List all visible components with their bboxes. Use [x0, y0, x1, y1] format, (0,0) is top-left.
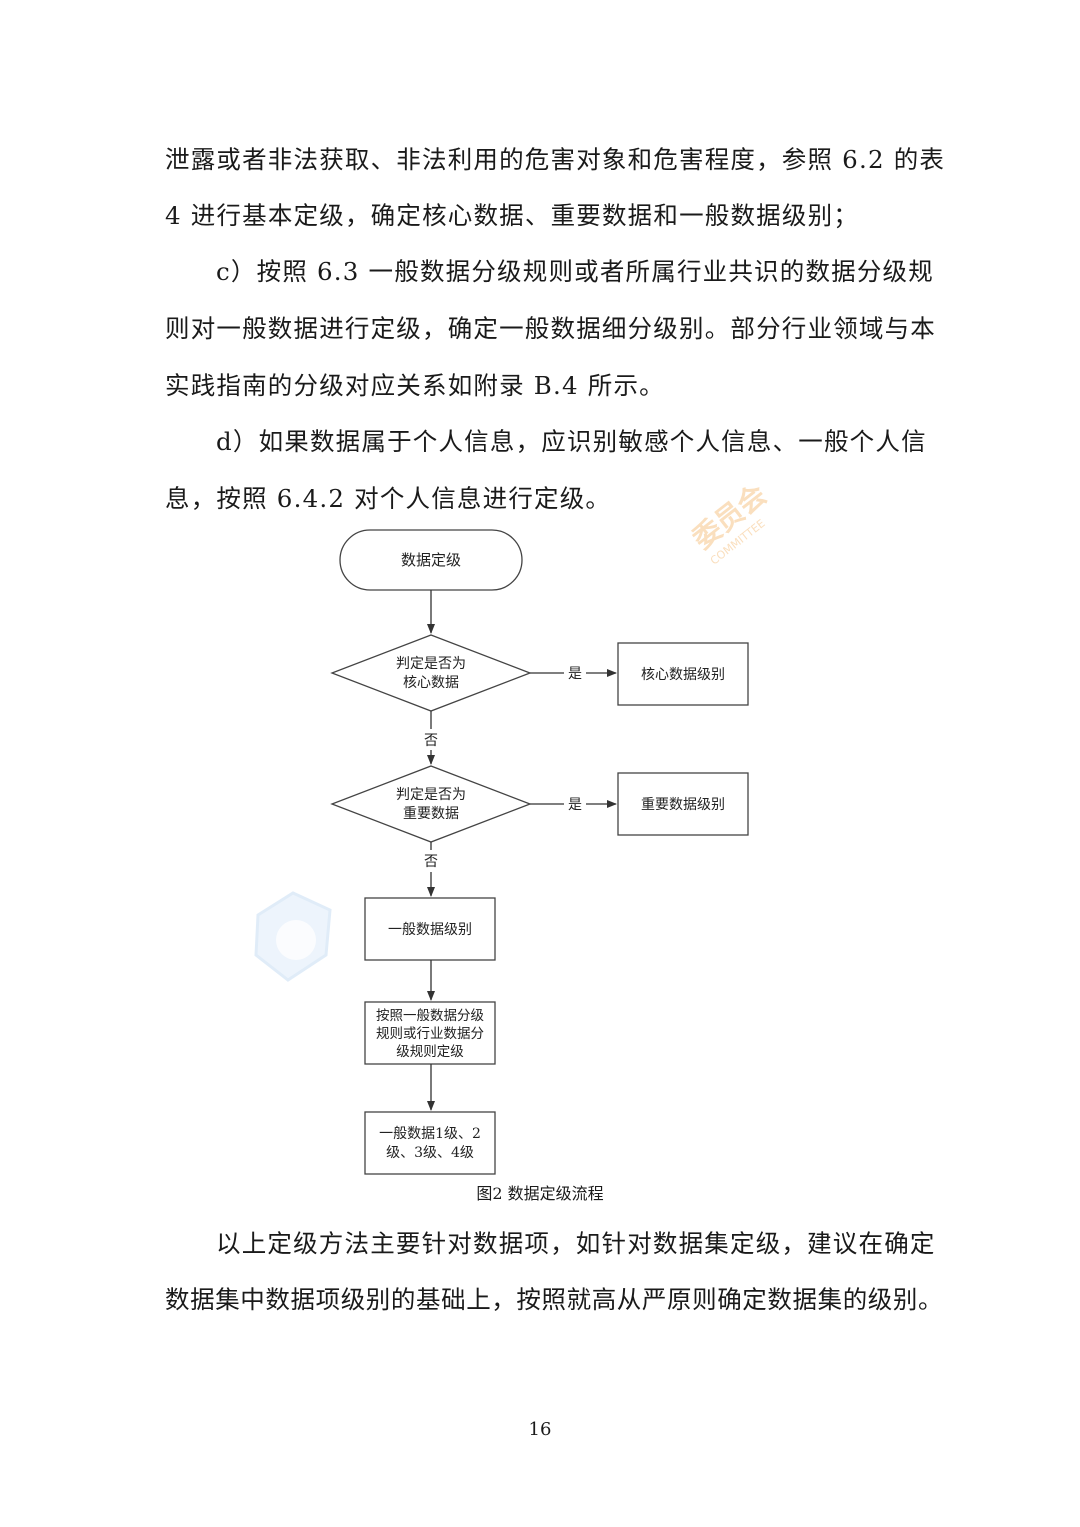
no-label-1: 否 [424, 733, 438, 749]
general-level-node: 一般数据级别 [364, 897, 496, 961]
page-number: 16 [528, 1419, 552, 1440]
decision-important-node: 判定是否为 重要数据 [330, 765, 532, 843]
grading-rule-label-3: 级规则定级 [396, 1044, 464, 1060]
final-levels-label-1: 一般数据1级、2 [379, 1126, 481, 1142]
paragraph-line-2: 4 进行基本定级，确定核心数据、重要数据和一般数据级别； [165, 201, 859, 230]
paragraph-line-6: d）如果数据属于个人信息，应识别敏感个人信息、一般个人信 [216, 427, 927, 456]
final-levels-node: 一般数据1级、2 级、3级、4级 [364, 1111, 496, 1175]
core-level-label: 核心数据级别 [641, 667, 725, 683]
yes-label-2: 是 [568, 797, 582, 813]
important-level-node: 重要数据级别 [617, 772, 749, 836]
yes-label-1: 是 [568, 666, 582, 682]
paragraph-line-1: 泄露或者非法获取、非法利用的危害对象和危害程度，参照 6.2 的表 [165, 145, 946, 174]
grading-rule-node: 按照一般数据分级 规则或行业数据分 级规则定级 [364, 1001, 496, 1065]
decision-important-label-2: 重要数据 [403, 806, 459, 822]
paragraph-line-8: 以上定级方法主要针对数据项，如针对数据集定级，建议在确定 [216, 1229, 936, 1258]
grading-rule-label-1: 按照一般数据分级 [376, 1008, 484, 1024]
paragraph-line-4: 则对一般数据进行定级，确定一般数据细分级别。部分行业领域与本 [165, 314, 936, 343]
decision-important-label-1: 判定是否为 [396, 787, 466, 803]
start-node-label: 数据定级 [401, 551, 461, 569]
start-node: 数据定级 [339, 529, 523, 591]
no-label-2: 否 [424, 854, 438, 870]
general-level-label: 一般数据级别 [388, 922, 472, 938]
paragraph-line-9: 数据集中数据项级别的基础上，按照就高从严原则确定数据集的级别。 [165, 1285, 944, 1314]
paragraph-line-3: c）按照 6.3 一般数据分级规则或者所属行业共识的数据分级规 [216, 257, 934, 286]
core-level-node: 核心数据级别 [617, 642, 749, 706]
shield-watermark-icon [254, 891, 332, 982]
grading-rule-label-2: 规则或行业数据分 [376, 1026, 484, 1042]
decision-core-node: 判定是否为 核心数据 [330, 634, 532, 712]
paragraph-line-5: 实践指南的分级对应关系如附录 B.4 所示。 [165, 371, 665, 400]
final-levels-label-2: 级、3级、4级 [386, 1145, 474, 1161]
decision-core-label-1: 判定是否为 [396, 656, 466, 672]
figure-caption: 图2 数据定级流程 [476, 1184, 604, 1203]
important-level-label: 重要数据级别 [641, 797, 725, 813]
decision-core-label-2: 核心数据 [403, 675, 459, 691]
paragraph-line-7: 息，按照 6.4.2 对个人信息进行定级。 [165, 484, 612, 513]
